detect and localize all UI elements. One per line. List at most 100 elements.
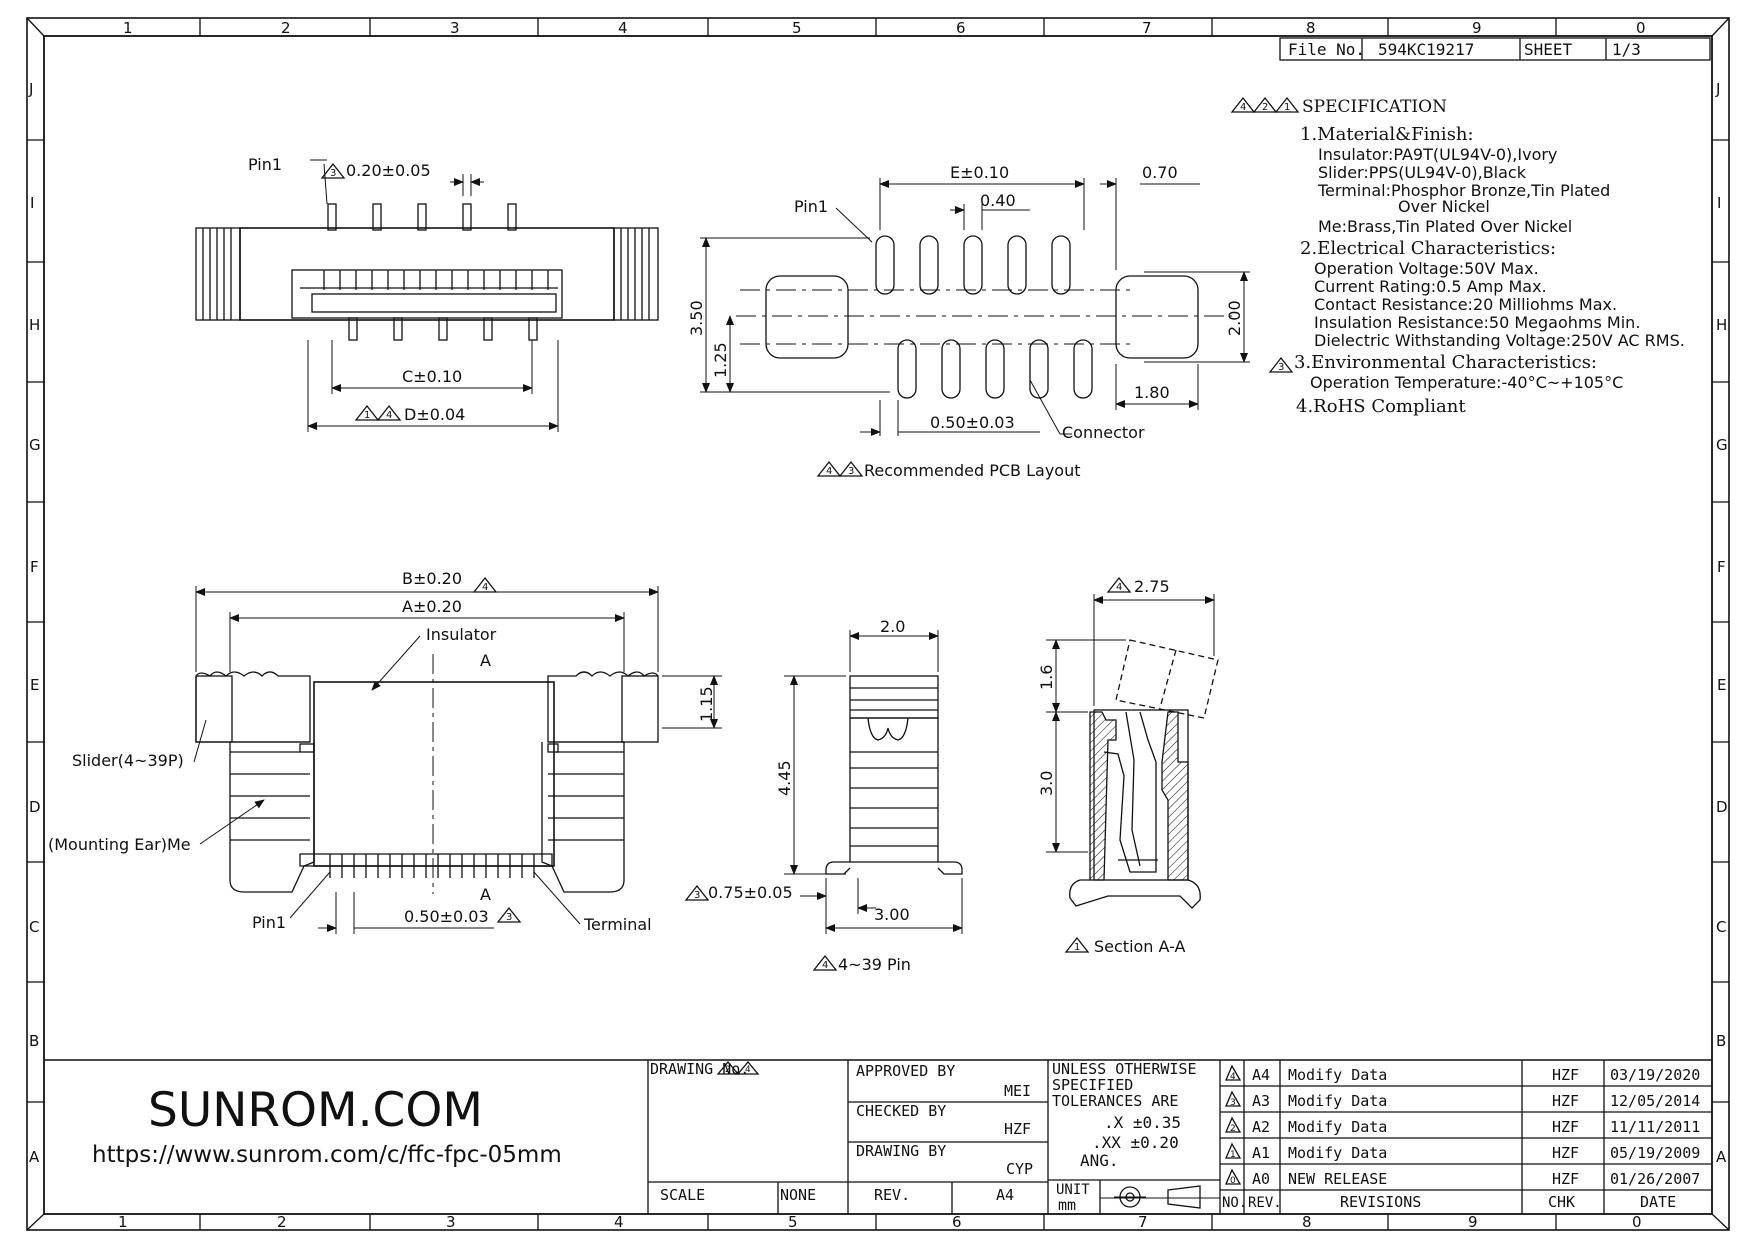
spec-line: Contact Resistance:20 Milliohms Max. xyxy=(1314,295,1617,314)
rev-description: NEW RELEASE xyxy=(1288,1170,1387,1188)
mounting-ear-label: (Mounting Ear)Me xyxy=(48,835,191,854)
height-dimension: 3.50 xyxy=(687,300,706,336)
d-dimension: D±0.04 xyxy=(404,405,465,424)
rev-description: Modify Data xyxy=(1288,1066,1387,1084)
drawn-label: DRAWING BY xyxy=(856,1142,946,1160)
drawn-by: CYP xyxy=(1006,1160,1033,1178)
front-pin1-label: Pin1 xyxy=(252,913,286,932)
svg-text:1: 1 xyxy=(364,410,370,421)
pcb-caption: Recommended PCB Layout xyxy=(864,461,1081,480)
svg-text:4: 4 xyxy=(386,410,392,421)
rev-checker: HZF xyxy=(1552,1066,1579,1084)
svg-text:3: 3 xyxy=(848,466,854,477)
svg-text:1: 1 xyxy=(1284,102,1290,113)
spec-heading: SPECIFICATION xyxy=(1302,97,1447,117)
rev-date: 01/26/2007 xyxy=(1610,1170,1700,1188)
checked-label: CHECKED BY xyxy=(856,1102,946,1120)
revision-triangle-icon: 1 xyxy=(354,404,380,421)
row-label: D xyxy=(1716,798,1728,816)
rev-header-rev: REV. xyxy=(1248,1195,1282,1211)
zone-ticks xyxy=(27,18,1729,1230)
side-height-dimension: 4.45 xyxy=(775,760,794,796)
sheet-label: SHEET xyxy=(1524,40,1573,59)
rev-code: A1 xyxy=(1252,1144,1270,1162)
file-number-box: File No. 594KC19217 SHEET 1/3 xyxy=(1279,37,1711,61)
row-label: H xyxy=(1716,316,1727,334)
approved-label: APPROVED BY xyxy=(856,1062,955,1080)
side-caption: 4~39 Pin xyxy=(838,955,911,974)
revision-triangle-icon: 4 xyxy=(376,404,402,421)
section-marker: A xyxy=(480,651,491,670)
spec-line: Me:Brass,Tin Plated Over Nickel xyxy=(1318,217,1572,236)
svg-text:4: 4 xyxy=(822,960,828,971)
unit-label: UNIT xyxy=(1056,1182,1090,1198)
svg-text:4: 4 xyxy=(482,582,488,593)
spec-line: Operation Voltage:50V Max. xyxy=(1314,259,1539,278)
svg-text:3: 3 xyxy=(694,890,700,901)
b-dimension: B±0.20 xyxy=(402,569,462,588)
row-label: B xyxy=(1716,1032,1726,1050)
spec-line: Terminal:Phosphor Bronze,Tin Plated xyxy=(1317,181,1610,200)
revision-triangle-icon: 3 xyxy=(838,460,864,477)
connector-label: Connector xyxy=(1062,423,1145,442)
rev-mark: 4 xyxy=(1230,1072,1236,1082)
tolerance-xx: .XX ±0.20 xyxy=(1092,1133,1179,1152)
col-label: 9 xyxy=(1468,1213,1478,1231)
terminal-label: Terminal xyxy=(583,915,652,934)
row-label: J xyxy=(1715,80,1720,98)
col-label: 0 xyxy=(1632,1213,1642,1231)
rev-description: Modify Data xyxy=(1288,1118,1387,1136)
pin1-label: Pin1 xyxy=(248,155,282,174)
rev-checker: HZF xyxy=(1552,1092,1579,1110)
spec-line: Operation Temperature:-40°C~+105°C xyxy=(1310,373,1623,392)
pcb-layout: 4 3 Pin1 E±0.10 0.70 0.40 3.50 1.25 2.00… xyxy=(687,163,1250,480)
row-label: H xyxy=(29,316,40,334)
revision-triangle-icon xyxy=(1225,1116,1242,1133)
rev-header-revisions: REVISIONS xyxy=(1340,1193,1421,1211)
rev-checker: HZF xyxy=(1552,1118,1579,1136)
row-label: E xyxy=(30,676,39,694)
svg-text:4: 4 xyxy=(1116,582,1122,593)
inner-frame xyxy=(43,35,1713,1215)
section-height-dimension: 3.0 xyxy=(1037,771,1056,796)
col-label: 3 xyxy=(450,19,460,37)
row-label: I xyxy=(30,194,34,212)
col-label: 7 xyxy=(1138,1213,1148,1231)
row-label: D xyxy=(29,798,41,816)
brand-url[interactable]: https://www.sunrom.com/c/ffc-fpc-05mm xyxy=(92,1142,562,1168)
spec-line: 2.Electrical Characteristics: xyxy=(1300,238,1556,259)
col-label: 9 xyxy=(1472,19,1482,37)
rev-date: 03/19/2020 xyxy=(1610,1066,1700,1084)
svg-text:1: 1 xyxy=(1074,942,1080,953)
row-label: B xyxy=(29,1032,39,1050)
lower-pitch-dimension: 0.50±0.03 xyxy=(930,413,1015,432)
row-label: I xyxy=(1717,194,1721,212)
col-label: 1 xyxy=(123,19,133,37)
rev-value: A4 xyxy=(996,1186,1014,1204)
rev-header-no: NO. xyxy=(1222,1195,1247,1211)
insulator-label: Insulator xyxy=(426,625,497,644)
top-view: 3 1 4 Pin1 0.20±0.05 C±0.10 D±0.04 xyxy=(195,155,659,432)
revision-triangle-icon: 3 xyxy=(320,162,346,179)
scale-label: SCALE xyxy=(660,1186,705,1204)
row-label: A xyxy=(1716,1148,1727,1166)
section-caption: Section A-A xyxy=(1094,937,1186,956)
rev-mark: 1 xyxy=(1230,1150,1236,1160)
rev-date: 12/05/2014 xyxy=(1610,1092,1700,1110)
tolerance-x: .X ±0.35 xyxy=(1104,1113,1181,1132)
col-label: 3 xyxy=(446,1213,456,1231)
tolerance-line: TOLERANCES ARE xyxy=(1052,1092,1178,1110)
row-label: E xyxy=(1717,676,1726,694)
pad-offset-dimension: 0.70 xyxy=(1142,163,1178,182)
revision-triangle-icon: 4 xyxy=(1230,96,1256,113)
svg-text:2: 2 xyxy=(1262,102,1268,113)
title-block: SUNROM.COM https://www.sunrom.com/c/ffc-… xyxy=(44,1059,1712,1214)
rev-mark: 3 xyxy=(1230,1098,1236,1108)
col-label: 2 xyxy=(281,19,291,37)
tolerance-angle: ANG. xyxy=(1080,1151,1119,1170)
row-label: A xyxy=(29,1148,40,1166)
c-dimension: C±0.10 xyxy=(402,367,462,386)
row-label: J xyxy=(28,80,33,98)
slider-height-dimension: 1.15 xyxy=(697,686,716,722)
row-label: C xyxy=(29,918,39,936)
